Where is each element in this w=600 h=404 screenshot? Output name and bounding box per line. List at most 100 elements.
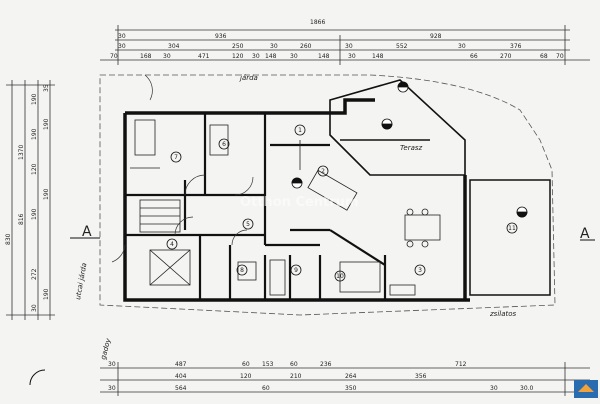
label-utca-jarda: utcai járda [74, 262, 88, 300]
room-number-5: 5 [246, 221, 250, 228]
dim-top-total: 1866 [310, 19, 325, 26]
dim-left-r2-1: 1370 [18, 145, 25, 160]
dim-bottom-r2-3: 264 [345, 373, 357, 380]
dim-top-r4-12: 270 [500, 53, 512, 60]
left-dimension-lines [6, 80, 55, 320]
dim-top-r4-13: 68 [540, 53, 548, 60]
dim-bottom-r1-5: 236 [320, 361, 332, 368]
room-number-11: 11 [508, 225, 516, 232]
dim-left-r3-2: 190 [31, 208, 38, 220]
dim-top-r3-3: 30 [270, 43, 278, 50]
dim-top-r4-8: 148 [318, 53, 330, 60]
dim-top-r3-8: 376 [510, 43, 522, 50]
dim-top-r3-6: 552 [396, 43, 408, 50]
dim-top-r4-7: 30 [290, 53, 298, 60]
logo-badge [574, 380, 598, 398]
interior-walls [125, 113, 387, 300]
dim-top-r2-0: 30 [118, 33, 126, 40]
dim-top-r4-9: 30 [348, 53, 356, 60]
dim-top-r4-3: 471 [198, 53, 210, 60]
top-dimension-lines [100, 25, 590, 65]
ceiling-lights [291, 81, 528, 218]
watermark-text: Otthon Centrum [240, 195, 359, 210]
room-number-2: 2 [321, 168, 325, 175]
dim-left-total: 830 [5, 233, 12, 245]
dim-top-r2-2: 928 [430, 33, 442, 40]
dim-left-r4-2: 190 [43, 188, 50, 200]
room-number-1: 1 [298, 127, 302, 134]
outer-walls [123, 98, 470, 302]
section-markers [29, 237, 595, 386]
dim-bottom-r3-3: 350 [345, 385, 357, 392]
dim-top-r4-5: 30 [252, 53, 260, 60]
room-circle [236, 264, 248, 276]
room-circle [334, 270, 346, 282]
dim-left-r3-0: 30 [31, 304, 38, 312]
dim-bottom-r1-6: 712 [455, 361, 467, 368]
dim-bottom-r1-1: 487 [175, 361, 187, 368]
dim-top-r3-5: 30 [345, 43, 353, 50]
room-number-7: 7 [174, 154, 178, 161]
dim-top-r4-2: 30 [163, 53, 171, 60]
dim-top-r4-10: 148 [372, 53, 384, 60]
dim-bottom-r1-2: 60 [242, 361, 250, 368]
dim-left-r3-4: 190 [31, 128, 38, 140]
dim-bottom-r3-0: 30 [108, 385, 116, 392]
dim-top-r4-6: 148 [265, 53, 277, 60]
room-circle [294, 124, 306, 136]
section-a-right: A [580, 226, 590, 242]
room-circle [170, 151, 182, 163]
dim-top-r4-1: 168 [140, 53, 152, 60]
dim-bottom-r3-2: 60 [262, 385, 270, 392]
dim-bottom-r1-4: 60 [290, 361, 298, 368]
dim-top-r4-4: 120 [232, 53, 244, 60]
dim-top-r2-1: 936 [215, 33, 227, 40]
section-a-left: A [82, 224, 92, 240]
room-circle [290, 264, 302, 276]
room-number-8: 8 [240, 267, 244, 274]
room-numbers [166, 124, 518, 282]
dim-left-r4-3: 190 [43, 288, 50, 300]
dim-bottom-r2-1: 120 [240, 373, 252, 380]
room-number-10: 10 [336, 273, 344, 280]
dim-left-r4-0: 35 [43, 84, 50, 92]
room-circle [242, 218, 254, 230]
carport-outline [469, 179, 551, 296]
door-swings [111, 74, 254, 263]
room-circle [166, 238, 178, 250]
dim-bottom-r1-0: 30 [108, 361, 116, 368]
dim-bottom-r3-5: 30.0 [520, 385, 534, 392]
dim-bottom-r3-1: 564 [175, 385, 187, 392]
room-number-3: 3 [418, 267, 422, 274]
room-number-9: 9 [294, 267, 298, 274]
terrace-outline [329, 79, 466, 176]
label-zsilatos: zsilatos [489, 310, 517, 318]
dim-top-r3-7: 30 [458, 43, 466, 50]
room-circle [506, 222, 518, 234]
room-circle [218, 138, 230, 150]
dim-bottom-r2-4: 356 [415, 373, 427, 380]
dim-top-r3-0: 30 [118, 43, 126, 50]
dim-top-r3-1: 304 [168, 43, 180, 50]
fixtures [130, 119, 441, 296]
label-jarda: járda [239, 74, 258, 82]
dim-bottom-r2-2: 210 [290, 373, 302, 380]
dim-top-r4-0: 70 [110, 53, 118, 60]
dim-top-r3-2: 250 [232, 43, 244, 50]
bottom-dimension-lines [100, 362, 590, 396]
dim-bottom-r2-0: 404 [175, 373, 187, 380]
dim-left-r4-1: 190 [43, 118, 50, 130]
dim-left-r3-3: 120 [31, 163, 38, 175]
room-circle [414, 264, 426, 276]
label-terasz: Terasz [400, 144, 423, 152]
room-number-4: 4 [170, 241, 174, 248]
label-gadoy: gadoy [99, 337, 113, 361]
dim-left-r2-0: 816 [18, 213, 25, 225]
dim-top-r3-4: 260 [300, 43, 312, 50]
dim-top-r4-14: 70 [556, 53, 564, 60]
room-circle [317, 165, 329, 177]
dim-bottom-r1-3: 153 [262, 361, 274, 368]
dim-bottom-r3-4: 30 [490, 385, 498, 392]
